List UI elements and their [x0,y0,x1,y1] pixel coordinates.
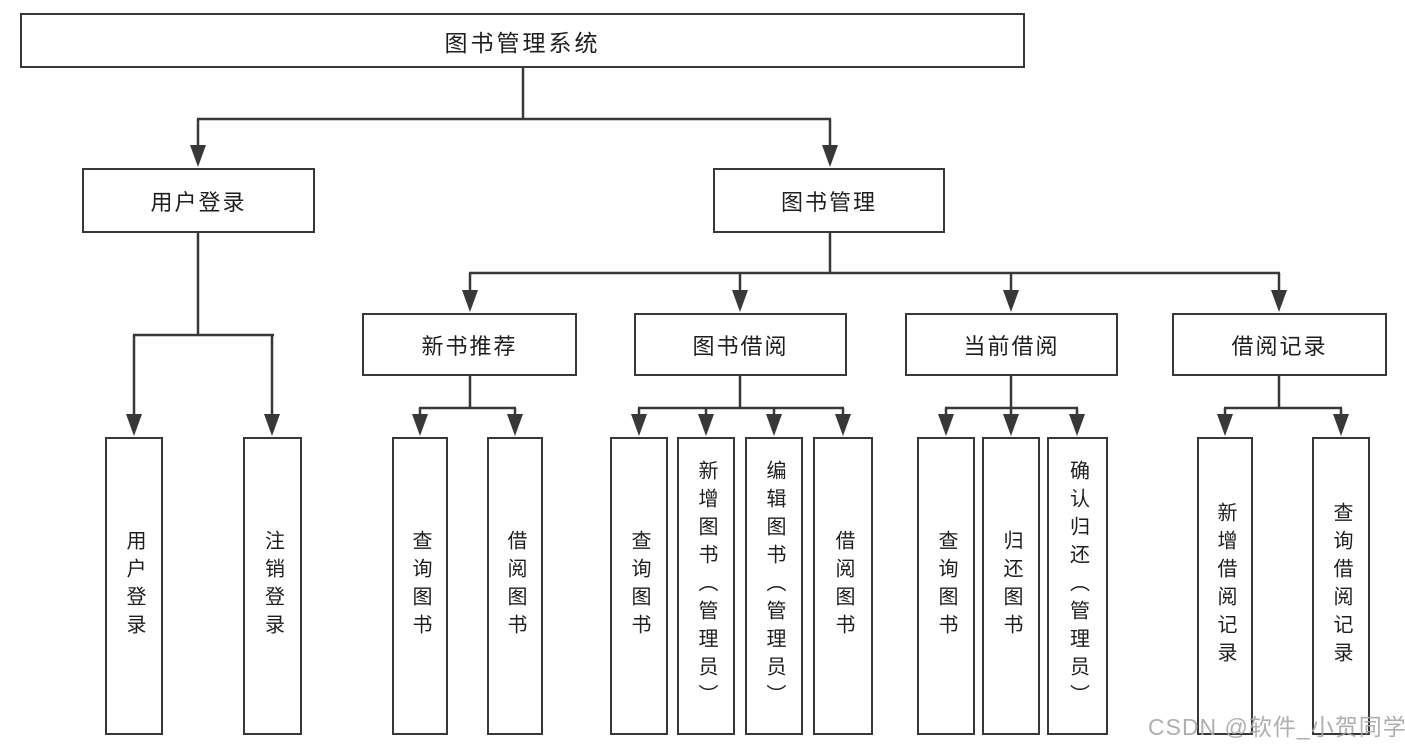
leaf-user-login: 用户登录 [105,437,163,735]
leaf-query-books-2-label: 查询图书 [628,530,650,642]
leaf-confirm-return-admin: 确认归还（管理员） [1047,437,1108,735]
node-borrow-records-label: 借阅记录 [1231,333,1328,359]
arrowheads [126,145,1349,436]
node-new-book-recommend-label: 新书推荐 [421,333,518,359]
node-current-borrow: 当前借阅 [905,313,1118,376]
leaf-logout: 注销登录 [243,437,302,735]
leaf-query-borrow-record-label: 查询借阅记录 [1330,502,1352,670]
leaf-add-book-admin-label: 新增图书（管理员） [695,460,717,712]
leaf-return-book-label: 归还图书 [1000,530,1022,642]
leaf-query-books-1: 查询图书 [392,437,448,735]
node-book-management-label: 图书管理 [780,189,877,215]
leaf-query-books-2: 查询图书 [610,437,668,735]
leaf-borrow-books-2-label: 借阅图书 [832,530,854,642]
leaf-borrow-books-1-label: 借阅图书 [504,530,526,642]
node-user-login: 用户登录 [82,168,315,233]
leaf-add-borrow-record: 新增借阅记录 [1197,437,1253,735]
leaf-borrow-books-2: 借阅图书 [813,437,873,735]
leaf-borrow-books-1: 借阅图书 [487,437,543,735]
node-user-login-label: 用户登录 [150,189,247,215]
leaf-edit-book-admin: 编辑图书（管理员） [745,437,803,735]
leaf-confirm-return-admin-label: 确认归还（管理员） [1066,460,1089,712]
node-borrow-records: 借阅记录 [1172,313,1387,376]
leaf-query-borrow-record: 查询借阅记录 [1312,437,1370,735]
node-book-borrow-label: 图书借阅 [692,333,789,359]
leaf-query-books-1-label: 查询图书 [409,530,431,642]
leaf-user-login-label: 用户登录 [123,530,145,642]
leaf-add-borrow-record-label: 新增借阅记录 [1214,502,1236,670]
node-book-borrow: 图书借阅 [634,313,847,376]
node-root: 图书管理系统 [20,13,1025,68]
node-new-book-recommend: 新书推荐 [362,313,577,376]
tree-edges [132,68,1343,418]
node-book-management: 图书管理 [713,168,945,233]
leaf-query-books-3: 查询图书 [917,437,975,735]
leaf-edit-book-admin-label: 编辑图书（管理员） [763,460,785,712]
node-current-borrow-label: 当前借阅 [963,333,1060,359]
leaf-add-book-admin: 新增图书（管理员） [677,437,735,735]
csdn-watermark: CSDN @软件_小贺同学 [1148,714,1405,740]
leaf-logout-label: 注销登录 [261,530,284,642]
leaf-query-books-3-label: 查询图书 [935,530,957,642]
node-root-label: 图书管理系统 [444,29,601,56]
leaf-return-book: 归还图书 [982,437,1040,735]
